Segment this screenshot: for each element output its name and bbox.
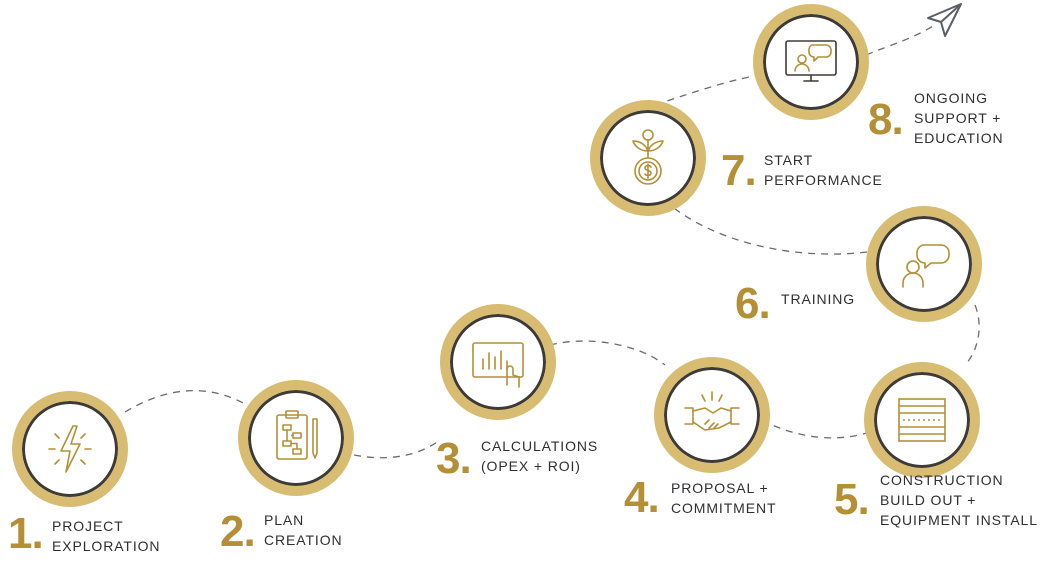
step-5-circle <box>864 362 980 478</box>
step-1-label: PROJECT EXPLORATION <box>52 518 161 554</box>
monitor-chat-icon <box>785 40 837 82</box>
step-6-circle <box>866 206 982 322</box>
step-6-number: 6. <box>735 279 771 328</box>
step-2-label: PLAN CREATION <box>264 512 343 548</box>
step-4-label: PROPOSAL + COMMITMENT <box>671 480 777 516</box>
touchscreen-chart-icon <box>472 342 524 388</box>
step-8-circle <box>753 4 869 120</box>
step-7-label: START PERFORMANCE <box>764 152 883 188</box>
step-4-number: 4. <box>624 473 660 522</box>
step-5-label: CONSTRUCTION BUILD OUT + EQUIPMENT INSTA… <box>880 472 1038 528</box>
paper-plane-icon <box>927 3 962 37</box>
step-8-label: ONGOING SUPPORT + EDUCATION <box>914 90 1004 146</box>
step-1-circle <box>12 391 128 507</box>
step-8-number: 8. <box>868 95 904 144</box>
clipboard-flowchart-icon <box>276 410 318 460</box>
step-5-number: 5. <box>834 475 870 524</box>
step-7-number: 7. <box>721 146 757 195</box>
step-4-circle <box>654 357 770 473</box>
step-3-circle <box>440 304 556 420</box>
step-7-circle <box>590 100 706 216</box>
step-2-number: 2. <box>220 507 256 556</box>
money-plant-icon <box>632 129 664 185</box>
person-speech-bubble-icon <box>902 244 950 288</box>
lightning-bolt-icon <box>48 425 92 473</box>
step-3-label: CALCULATIONS (OPEX + ROI) <box>481 438 599 474</box>
handshake-icon <box>684 391 740 431</box>
wall-panel-icon <box>898 398 946 442</box>
step-2-circle <box>238 380 354 496</box>
step-1-number: 1. <box>8 509 44 558</box>
step-6-label: TRAINING <box>781 291 856 307</box>
step-3-number: 3. <box>436 434 472 483</box>
